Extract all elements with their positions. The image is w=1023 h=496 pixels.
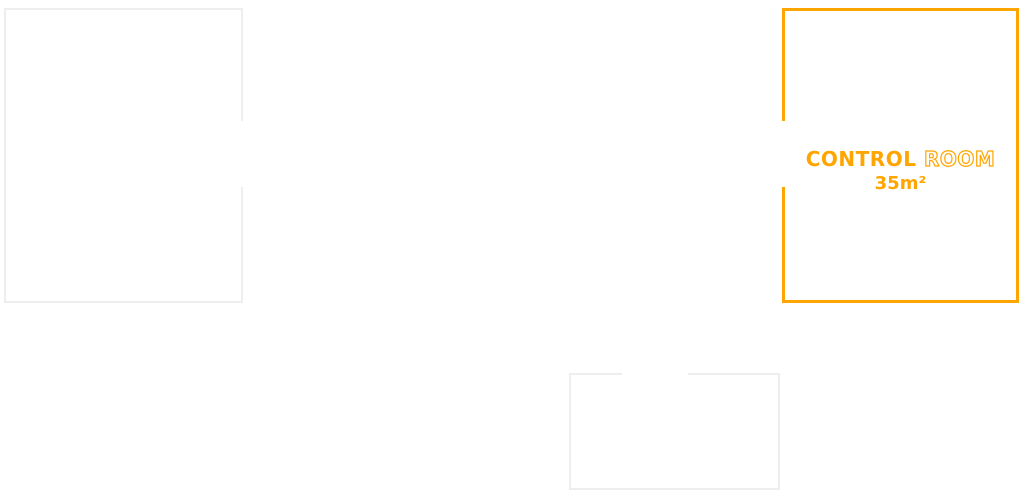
control-room-name-solid: CONTROL	[805, 147, 917, 171]
control-room-name: CONTROL ROOM	[785, 146, 1016, 171]
control-room-doorway	[780, 121, 786, 187]
room-bottom[interactable]	[569, 373, 780, 490]
control-room-label: CONTROL ROOM 35m²	[785, 146, 1016, 194]
control-room[interactable]: CONTROL ROOM 35m²	[782, 8, 1019, 303]
room-left[interactable]	[4, 8, 243, 303]
control-room-name-outline: ROOM	[923, 146, 996, 171]
room-left-doorway	[239, 121, 245, 187]
room-bottom-doorway	[622, 371, 688, 377]
control-room-area: 35m²	[874, 173, 927, 194]
